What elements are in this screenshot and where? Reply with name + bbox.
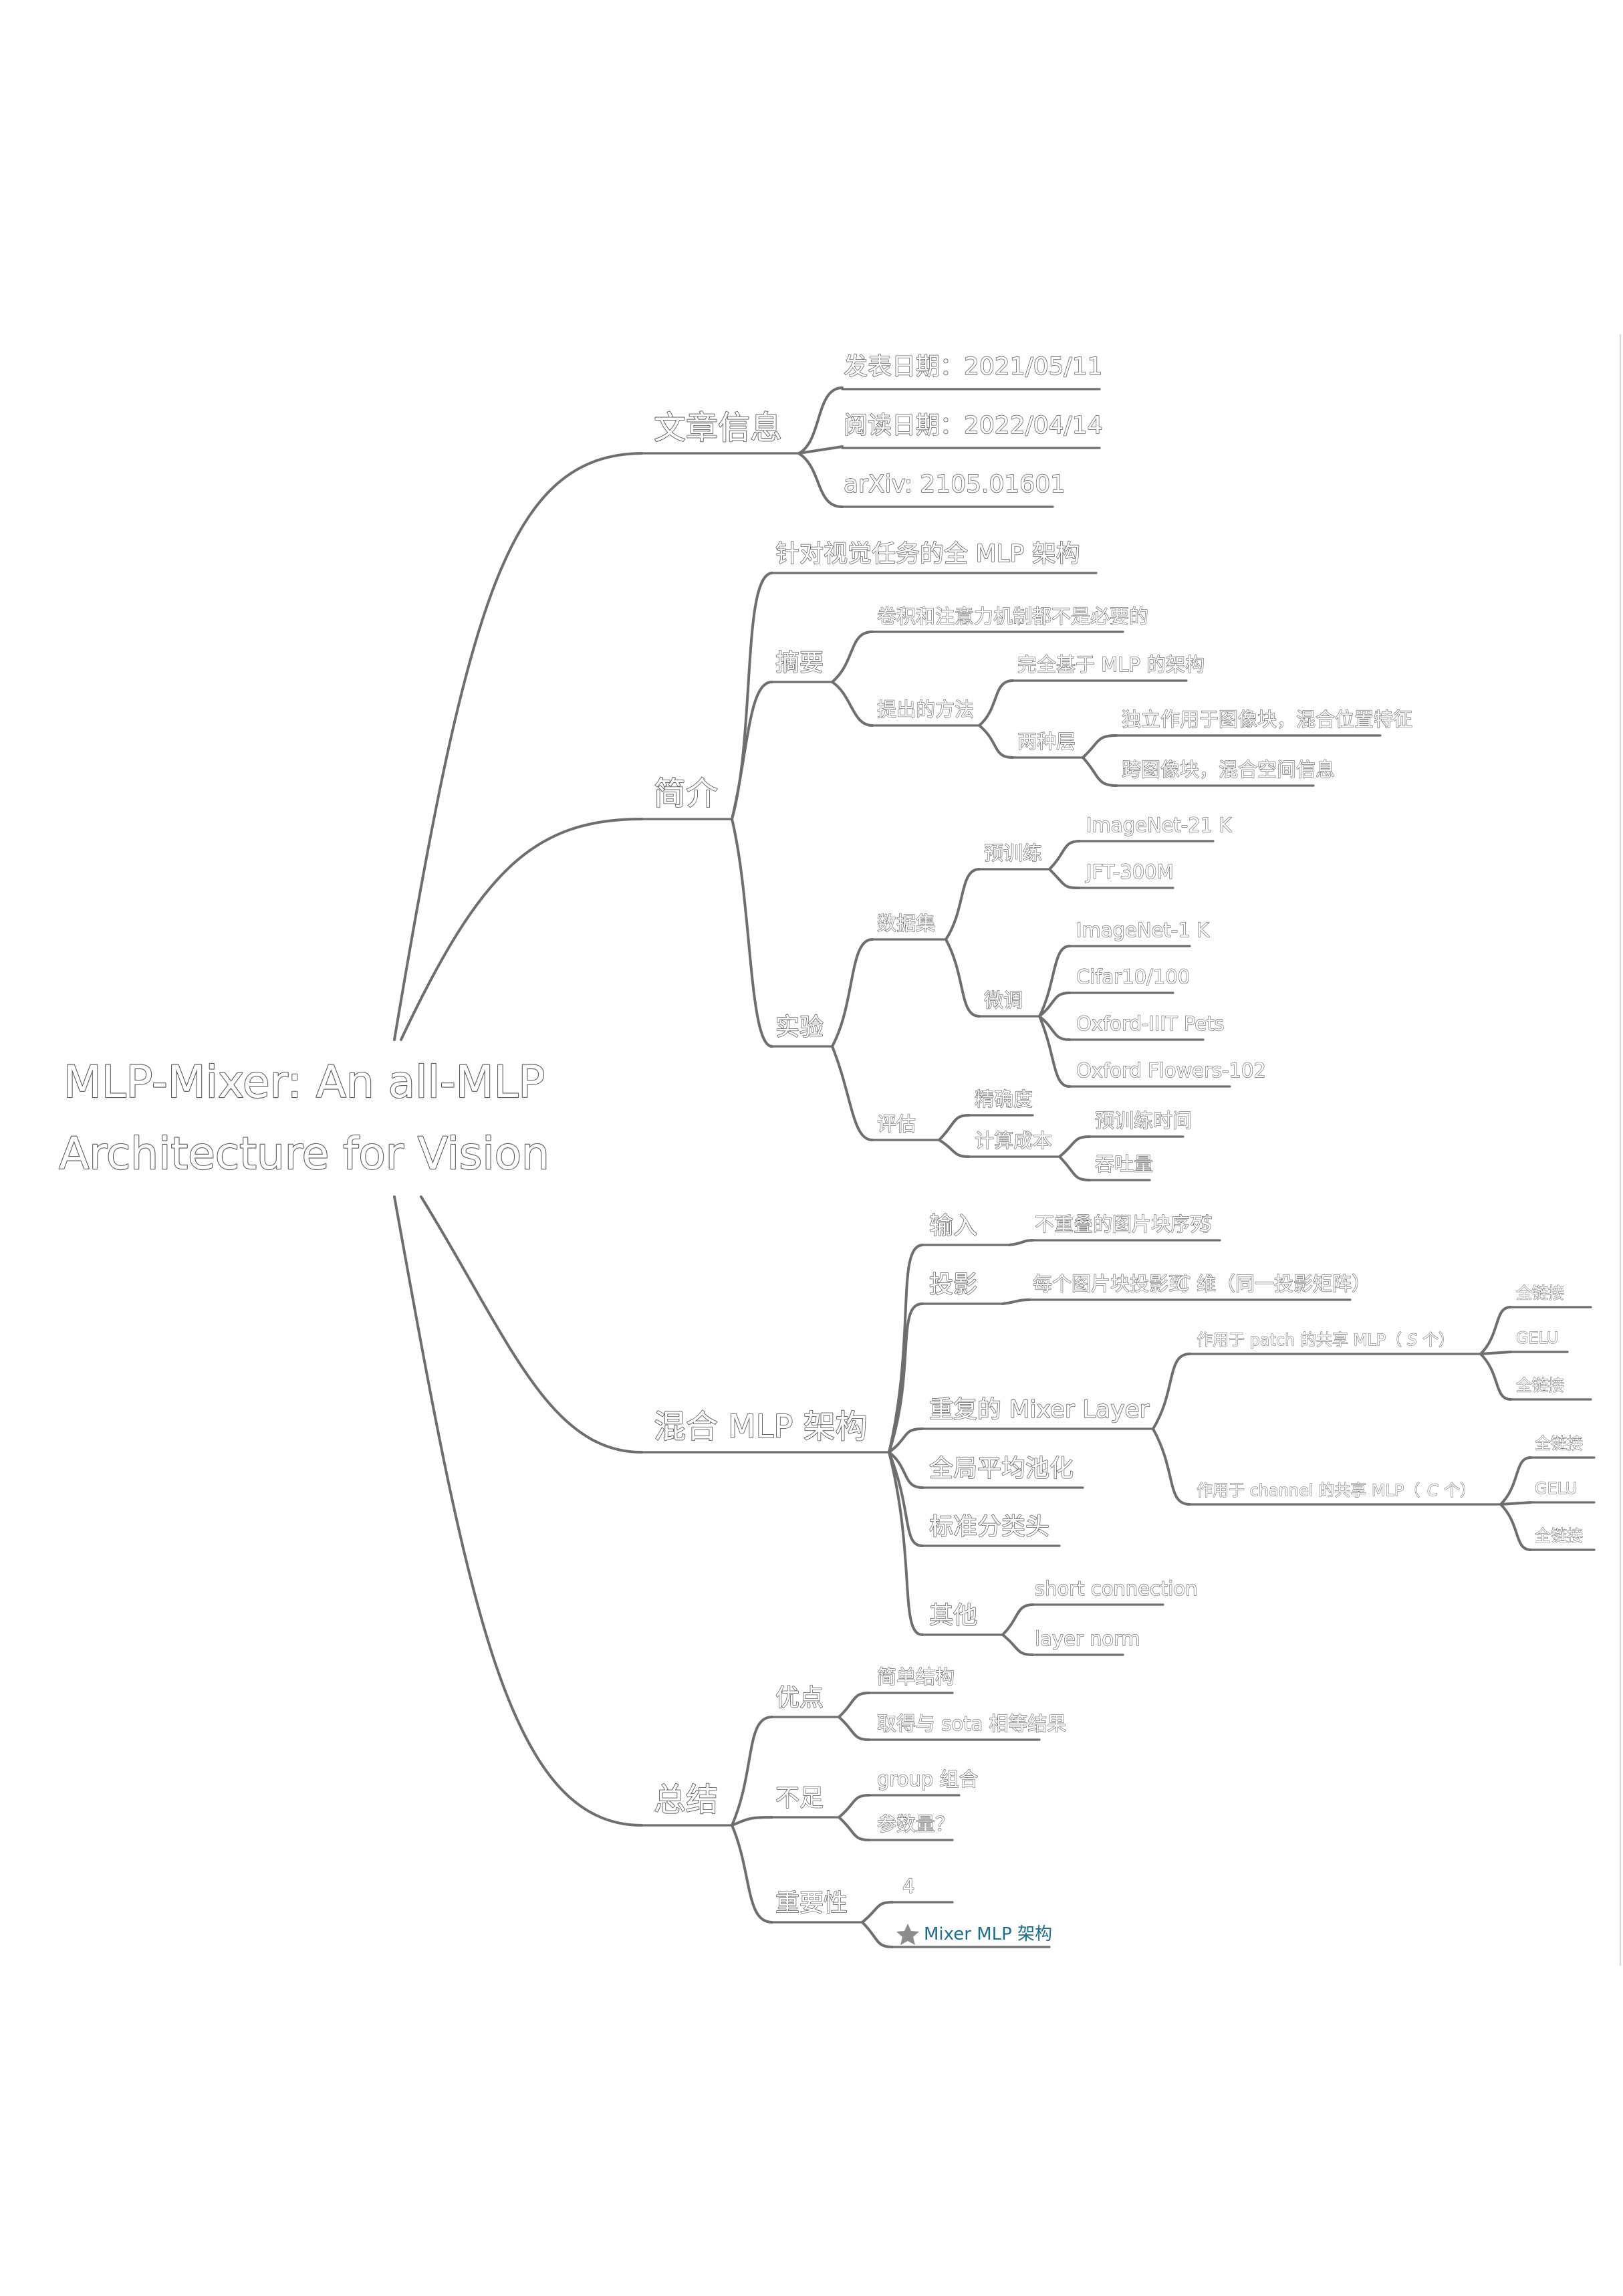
channel-mlp-var: C [1427, 1481, 1439, 1500]
info-arxiv: arXiv: 2105.01601 [844, 471, 1066, 498]
projection-detail-b: 维（同一投影矩阵） [1197, 1272, 1371, 1295]
finetune-d3: Oxford-IIIT Pets [1076, 1012, 1225, 1035]
others-o1: short connection [1035, 1577, 1198, 1600]
mixer-label: 混合 MLP 架构 [654, 1408, 868, 1446]
pros-p2: 取得与 sota 相等结果 [877, 1712, 1066, 1735]
info-published: 发表日期：2021/05/11 [844, 353, 1103, 380]
channel-mlp-label: 作用于 channel 的共享 MLP（ [1197, 1481, 1420, 1500]
finetune-d1: ImageNet-1 K [1076, 919, 1210, 941]
root-edges [393, 452, 643, 1827]
root-title-line1: MLP-Mixer: An all-MLP [64, 1056, 545, 1108]
cost-label: 计算成本 [975, 1129, 1052, 1152]
projection-var: C [1176, 1272, 1191, 1295]
token-mlp-var: S [1407, 1331, 1417, 1349]
cost-c2: 吞吐量 [1095, 1153, 1153, 1175]
info-label: 文章信息 [654, 409, 782, 447]
cons-label: 不足 [775, 1785, 824, 1812]
finetune-label: 微调 [984, 989, 1023, 1012]
token-fc1: 全链接 [1516, 1284, 1564, 1302]
importance-label: 重要性 [775, 1889, 848, 1917]
pros-label: 优点 [775, 1684, 824, 1712]
importance-rating: 4 [902, 1875, 914, 1898]
layers-label: 两种层 [1017, 730, 1076, 753]
finetune-d4: Oxford Flowers-102 [1076, 1059, 1266, 1082]
intro-label: 简介 [654, 775, 718, 812]
token-mlp-tail: 个） [1422, 1331, 1455, 1349]
channel-gelu: GELU [1535, 1479, 1578, 1498]
info-read: 阅读日期：2022/04/14 [844, 412, 1103, 439]
branch-intro: 简介 针对视觉任务的全 MLP 架构 摘要 卷积和注意力机制都不是必要的 提出的… [640, 540, 1413, 1181]
pooling-label: 全局平均池化 [929, 1455, 1074, 1482]
projection-label: 投影 [929, 1271, 977, 1298]
head-label: 标准分类头 [929, 1513, 1049, 1540]
finetune-d2: Cifar10/100 [1076, 965, 1190, 988]
cost-c1: 预训练时间 [1095, 1109, 1192, 1132]
eval-label: 评估 [877, 1113, 916, 1135]
method-m1: 完全基于 MLP 的架构 [1017, 653, 1205, 676]
star-icon [896, 1924, 919, 1945]
root-title-line2: Architecture for Vision [59, 1128, 549, 1179]
root-node: MLP-Mixer: An all-MLP Architecture for V… [58, 1056, 550, 1180]
token-gelu: GELU [1516, 1329, 1559, 1347]
branch-info: 文章信息 发表日期：2021/05/11 阅读日期：2022/04/14 arX… [640, 352, 1103, 508]
others-o2: layer norm [1035, 1627, 1140, 1650]
channel-fc2: 全链接 [1535, 1526, 1583, 1545]
branch-conclusion: 总结 优点 简单结构 取得与 sota 相等结果 不足 group 组合 参数量… [640, 1665, 1067, 1948]
channel-mlp-tail: 个） [1444, 1481, 1476, 1500]
projection-detail-a: 每个图片块投影到 [1033, 1272, 1188, 1295]
datasets-label: 数据集 [877, 912, 935, 935]
input-detail: 不重叠的图片块序列 [1035, 1213, 1209, 1236]
channel-fc1: 全链接 [1535, 1434, 1583, 1453]
cons-c1: group 组合 [877, 1768, 978, 1791]
abstract-label: 摘要 [775, 649, 824, 677]
layers-l2: 跨图像块，混合空间信息 [1122, 758, 1335, 781]
layers-l1: 独立作用于图像块，混合位置特征 [1122, 708, 1412, 731]
token-mlp-label: 作用于 patch 的共享 MLP（ [1197, 1331, 1402, 1349]
cons-c2: 参数量？ [877, 1813, 955, 1835]
eval-accuracy: 精确度 [975, 1088, 1033, 1111]
token-fc2: 全链接 [1516, 1376, 1564, 1395]
input-label: 输入 [929, 1212, 977, 1240]
abstract-p1: 卷积和注意力机制都不是必要的 [877, 605, 1148, 628]
conclusion-label: 总结 [654, 1781, 718, 1819]
pretrain-d2: JFT-300M [1085, 860, 1174, 883]
pretrain-label: 预训练 [984, 842, 1042, 865]
others-label: 其他 [929, 1602, 977, 1629]
experiment-label: 实验 [775, 1014, 824, 1041]
intro-summary: 针对视觉任务的全 MLP 架构 [775, 540, 1080, 568]
pretrain-d1: ImageNet-21 K [1086, 814, 1232, 836]
input-var: S [1200, 1213, 1212, 1236]
method-label: 提出的方法 [877, 698, 974, 721]
layer-label: 重复的 Mixer Layer [929, 1396, 1150, 1423]
importance-tag: Mixer MLP 架构 [924, 1924, 1052, 1944]
pros-p1: 简单结构 [877, 1666, 955, 1688]
branch-mixer: 混合 MLP 架构 输入 不重叠的图片块序列 S 投影 每个图片块投影到 C 维… [640, 1212, 1596, 1656]
